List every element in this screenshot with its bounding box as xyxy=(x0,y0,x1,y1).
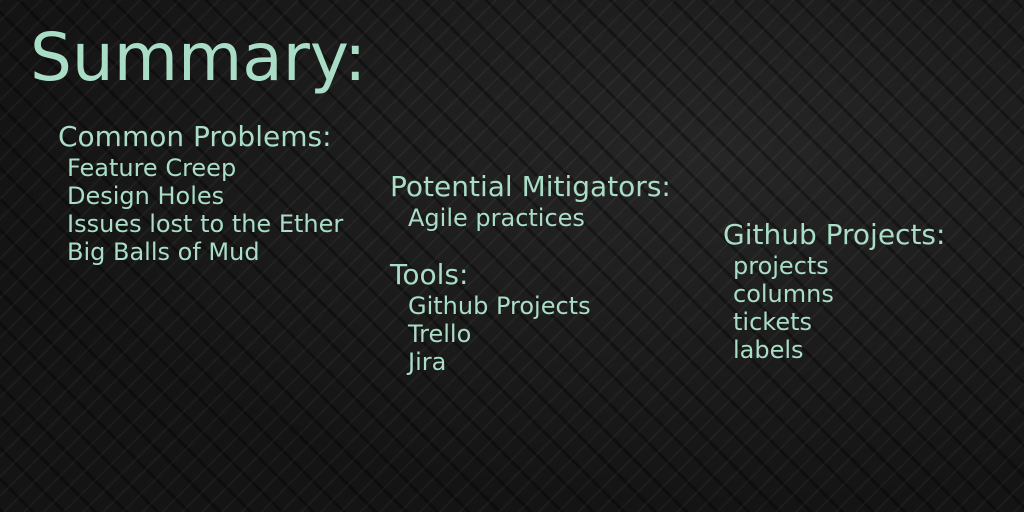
section-list: Feature Creep Design Holes Issues lost t… xyxy=(58,154,343,266)
list-item: Issues lost to the Ether xyxy=(67,210,344,238)
list-item: Big Balls of Mud xyxy=(67,238,260,266)
tools-section: Tools: Github Projects Trello Jira xyxy=(390,258,591,376)
common-problems-section: Common Problems: Feature Creep Design Ho… xyxy=(58,120,343,266)
section-heading: Common Problems: xyxy=(58,120,332,153)
list-item: Design Holes xyxy=(67,182,225,210)
list-item: Feature Creep xyxy=(67,154,237,182)
list-item: Github Projects xyxy=(408,292,591,320)
potential-mitigators-section: Potential Mitigators: Agile practices xyxy=(390,170,671,232)
section-list: projects columns tickets labels xyxy=(723,252,945,364)
section-list: Github Projects Trello Jira xyxy=(390,292,591,376)
list-item: tickets xyxy=(733,308,812,336)
list-item: Trello xyxy=(408,320,472,348)
github-projects-section: Github Projects: projects columns ticket… xyxy=(723,218,945,364)
section-list: Agile practices xyxy=(390,204,671,232)
list-item: columns xyxy=(733,280,834,308)
list-item: labels xyxy=(733,336,804,364)
section-heading: Potential Mitigators: xyxy=(390,170,671,203)
list-item: Jira xyxy=(408,348,447,376)
slide-title: Summary: xyxy=(30,19,367,96)
section-heading: Github Projects: xyxy=(723,218,946,251)
section-heading: Tools: xyxy=(390,258,469,291)
list-item: Agile practices xyxy=(408,204,585,232)
list-item: projects xyxy=(733,252,829,280)
